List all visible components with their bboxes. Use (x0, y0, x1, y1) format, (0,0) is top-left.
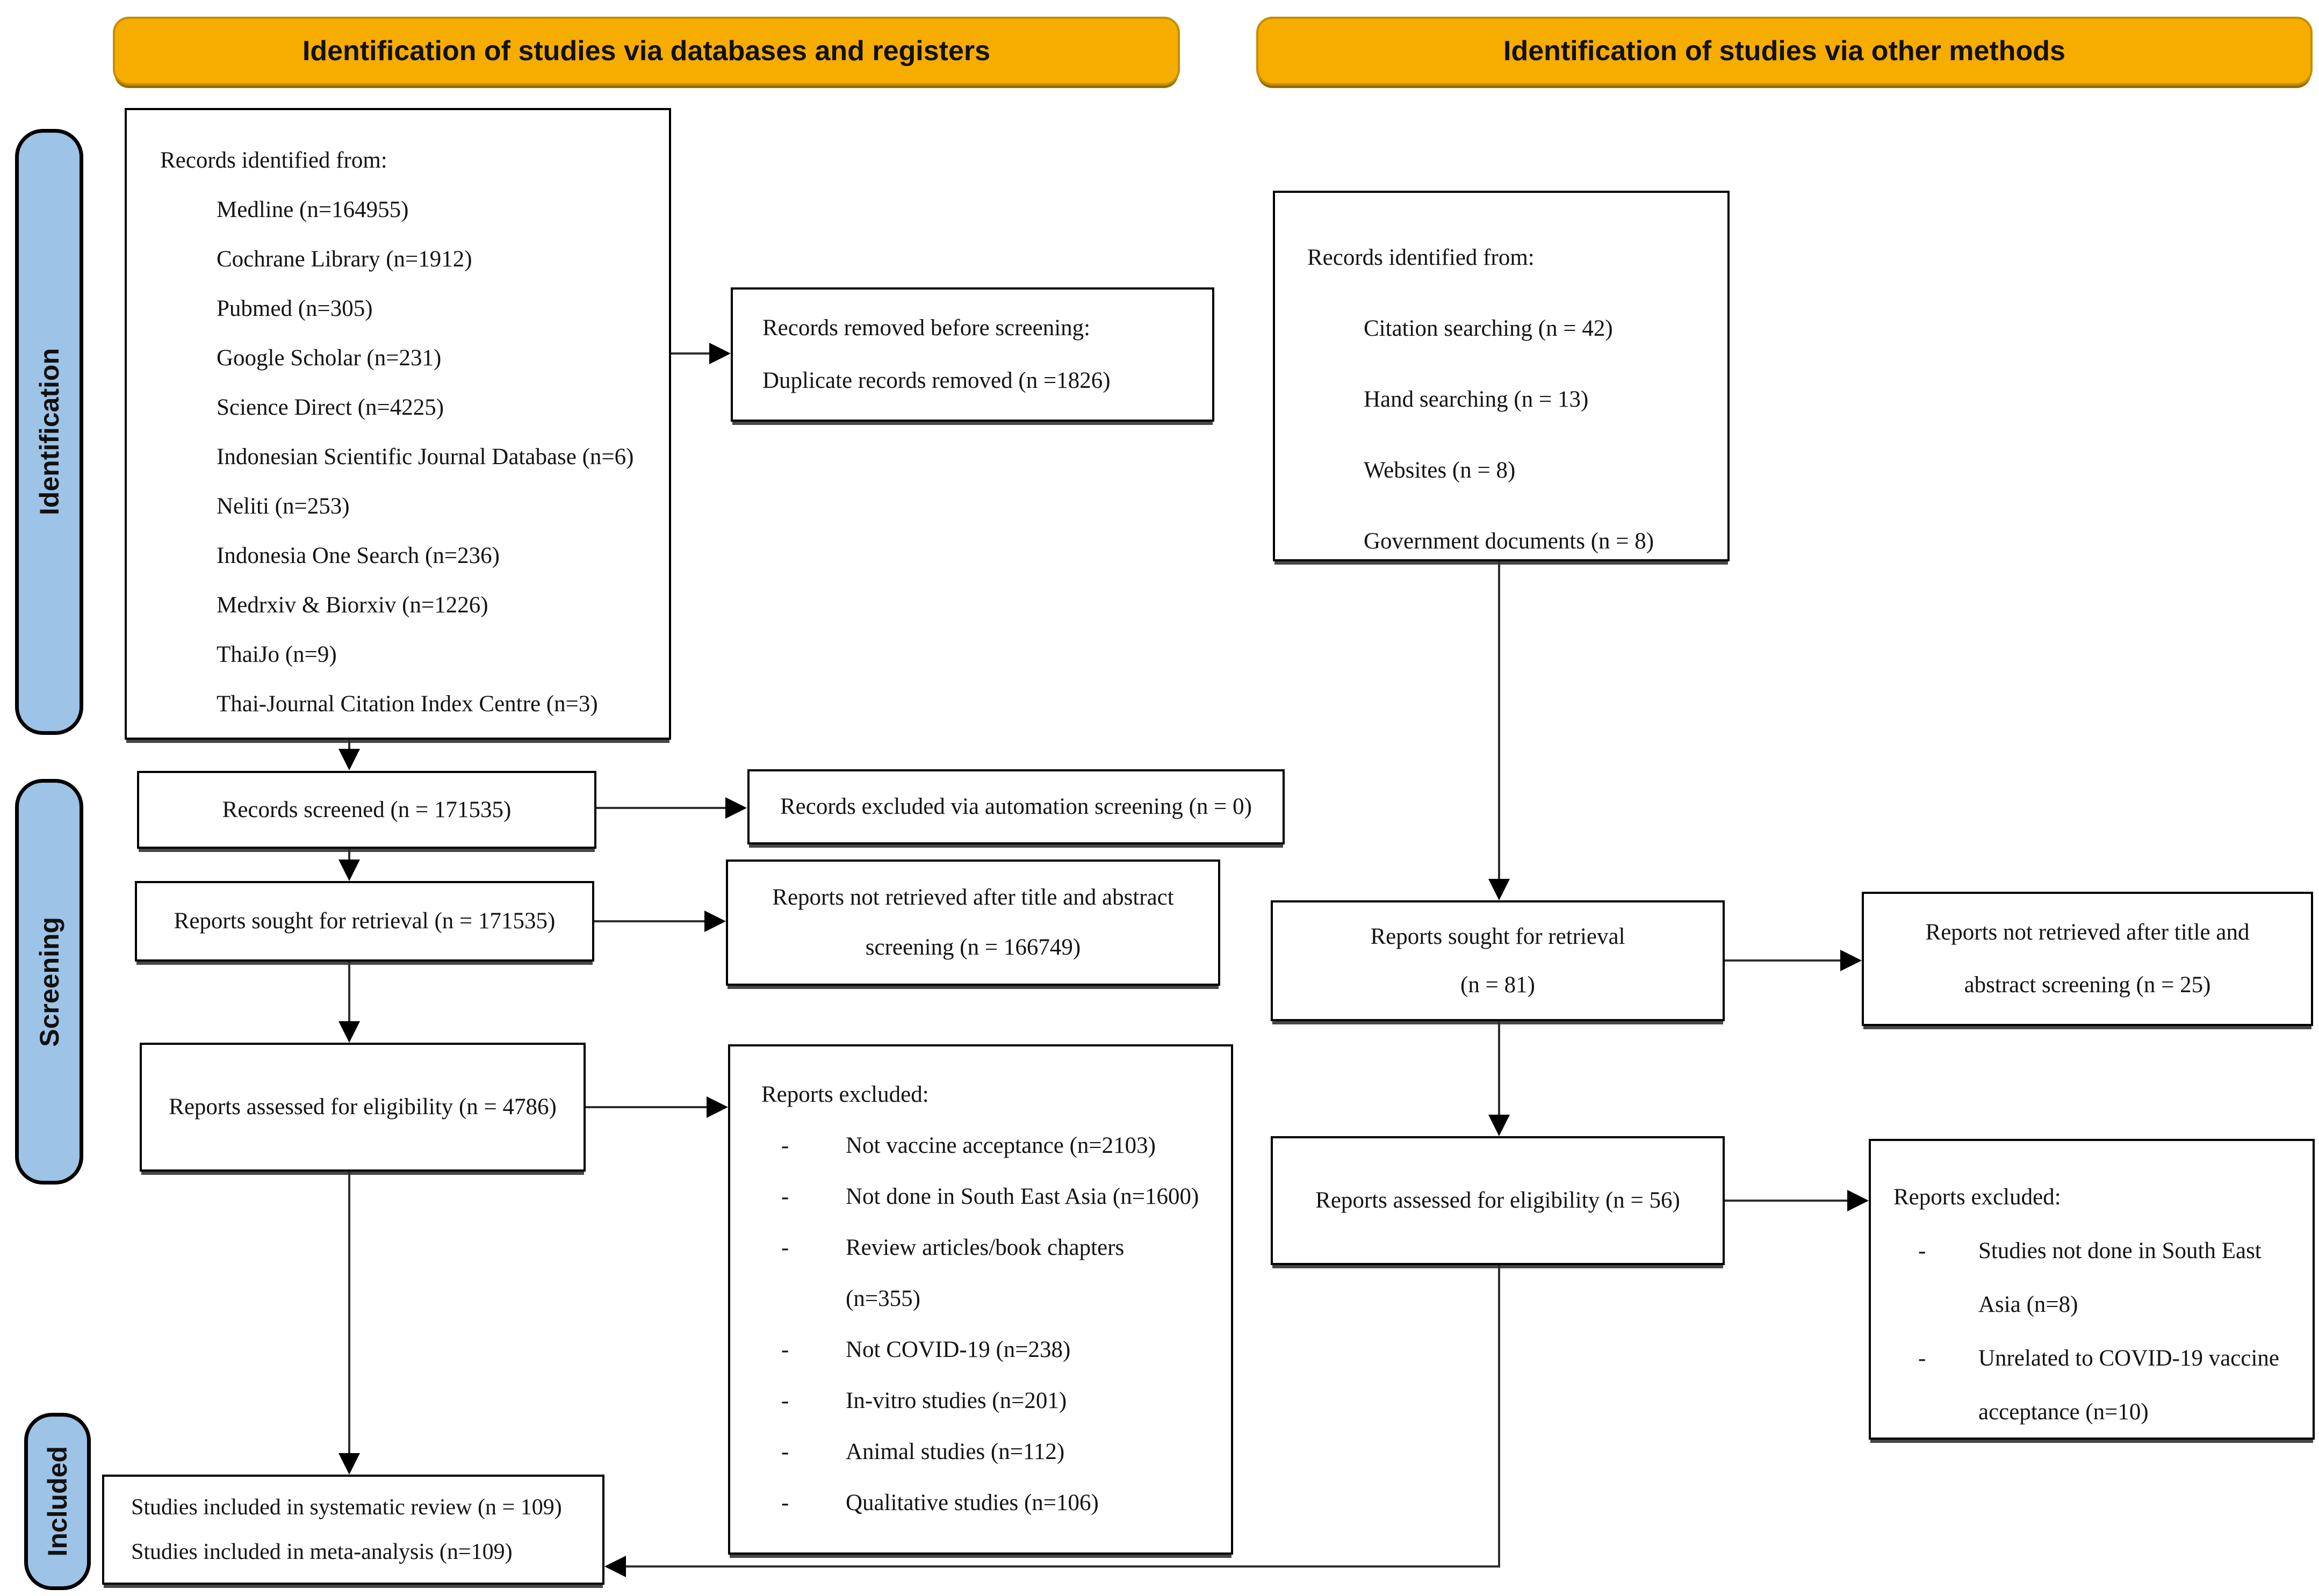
excluded-item: Review articles/book chapters (n=355) (730, 1222, 1220, 1324)
reports-assessed-left-label: Reports assessed for eligibility (n = 47… (169, 1094, 557, 1120)
line-assessed-to-included (348, 1172, 350, 1454)
arrowhead-assessed-to-excluded-left (707, 1096, 728, 1118)
sidebar-screening-label: Screening (34, 916, 64, 1047)
arrowhead-records-to-removed (709, 343, 731, 364)
line-assessed-right-down (1498, 1265, 1500, 1568)
list-item: Government documents (n = 8) (1364, 529, 1654, 554)
reports-sought-right-line: (n = 81) (1460, 972, 1535, 998)
arrowhead-records-to-screened (339, 749, 360, 770)
line-sought-to-notretrieved-left (594, 920, 705, 922)
reports-sought-left-label: Reports sought for retrieval (n = 171535… (174, 908, 556, 934)
list-item: Thai-Journal Citation Index Centre (n=3) (217, 691, 598, 717)
arrowhead-assessed-to-included (339, 1453, 360, 1475)
box-reports-sought-right: Reports sought for retrieval (n = 81) (1271, 900, 1725, 1021)
sidebar-phase-identification: Identification (15, 129, 83, 735)
box-reports-sought-left: Reports sought for retrieval (n = 171535… (135, 881, 594, 962)
arrowhead-otherrecords-to-sought (1488, 879, 1510, 900)
line-sought-to-assessed-left (348, 962, 350, 1022)
line-otherrecords-to-sought (1498, 561, 1500, 880)
box-reports-assessed-right: Reports assessed for eligibility (n = 56… (1271, 1136, 1725, 1265)
list-item: Pubmed (n=305) (217, 296, 373, 321)
list-item: Neliti (n=253) (217, 494, 350, 519)
arrowhead-screened-to-sought (339, 860, 360, 881)
list-item: Websites (n = 8) (1364, 458, 1516, 483)
excluded-item: Not vaccine acceptance (n=2103) (730, 1120, 1220, 1171)
reports-assessed-right-label: Reports assessed for eligibility (n = 56… (1315, 1188, 1680, 1214)
header-databases-registers: Identification of studies via databases … (113, 17, 1180, 85)
line-records-to-screened (348, 740, 350, 750)
box-reports-excluded-left: Reports excluded: Not vaccine acceptance… (728, 1044, 1233, 1555)
line-screened-to-sought (348, 849, 350, 861)
header-other-methods: Identification of studies via other meth… (1256, 17, 2313, 85)
arrowhead-sought-to-notretrieved-right (1840, 950, 1862, 971)
excluded-item: Animal studies (n=112) (730, 1426, 1220, 1477)
box-records-identified-other: Records identified from: Citation search… (1273, 191, 1730, 561)
box-reports-not-retrieved-right: Reports not retrieved after title and ab… (1862, 892, 2313, 1026)
header-databases-label: Identification of studies via databases … (302, 35, 991, 67)
excluded-item: Not COVID-19 (n=238) (730, 1324, 1220, 1375)
records-excluded-automation-label: Records excluded via automation screenin… (780, 794, 1252, 820)
box-records-excluded-automation: Records excluded via automation screenin… (747, 769, 1285, 844)
line-assessed-to-excluded-right (1725, 1200, 1848, 1202)
header-other-label: Identification of studies via other meth… (1503, 35, 2065, 67)
reports-excluded-left-title: Reports excluded: (761, 1082, 929, 1107)
arrowhead-sought-to-assessed-left (339, 1021, 360, 1043)
records-identified-title: Records identified from: (160, 148, 387, 173)
excluded-item: Unrelated to COVID-19 vaccine acceptance… (1871, 1332, 2302, 1439)
reports-not-retrieved-right-line: Reports not retrieved after title and (1925, 919, 2250, 945)
list-item: Science Direct (n=4225) (217, 395, 444, 420)
list-item: Cochrane Library (n=1912) (217, 247, 472, 272)
reports-not-retrieved-right-line: abstract screening (n = 25) (1964, 972, 2211, 998)
other-source-list: Citation searching (n = 42) Hand searchi… (1307, 293, 1717, 577)
studies-included-line: Studies included in meta-analysis (n=109… (131, 1539, 513, 1564)
list-item: Hand searching (n = 13) (1364, 387, 1589, 412)
line-records-to-removed (671, 352, 714, 355)
box-reports-not-retrieved-left: Reports not retrieved after title and ab… (726, 860, 1220, 986)
arrowhead-screened-to-automation (725, 797, 747, 819)
excluded-item: Qualitative studies (n=106) (730, 1477, 1220, 1528)
arrowhead-assessed-to-excluded-right (1847, 1190, 1869, 1211)
reports-excluded-left-list: Not vaccine acceptance (n=2103) Not done… (730, 1120, 1220, 1528)
box-records-screened: Records screened (n = 171535) (137, 771, 596, 849)
reports-not-retrieved-left-line: Reports not retrieved after title and ab… (772, 884, 1174, 910)
line-sought-to-assessed-right (1498, 1021, 1500, 1116)
arrowhead-into-included (604, 1556, 626, 1577)
excluded-item: In-vitro studies (n=201) (730, 1375, 1220, 1426)
list-item: Indonesian Scientific Journal Database (… (217, 444, 634, 470)
records-removed-line: Records removed before screening: (762, 315, 1091, 341)
box-records-removed: Records removed before screening: Duplic… (731, 287, 1214, 422)
list-item: Medrxiv & Biorxiv (n=1226) (217, 593, 488, 618)
box-reports-excluded-right: Reports excluded: Studies not done in So… (1869, 1139, 2315, 1440)
arrowhead-sought-to-assessed-right (1488, 1115, 1510, 1136)
list-item: Medline (n=164955) (217, 197, 409, 222)
line-assessed-right-to-included (626, 1565, 1500, 1568)
box-studies-included: Studies included in systematic review (n… (102, 1475, 604, 1585)
list-item: Google Scholar (n=231) (217, 345, 442, 371)
records-removed-line: Duplicate records removed (n =1826) (762, 368, 1111, 394)
sidebar-identification-label: Identification (34, 348, 64, 516)
excluded-item: Not done in South East Asia (n=1600) (730, 1171, 1220, 1222)
sidebar-included-label: Included (42, 1446, 73, 1557)
reports-excluded-right-title: Reports excluded: (1893, 1185, 2061, 1210)
database-source-list: Medline (n=164955) Cochrane Library (n=1… (160, 185, 658, 729)
line-sought-to-notretrieved-right (1725, 959, 1841, 962)
reports-not-retrieved-left-line: screening (n = 166749) (865, 935, 1081, 961)
box-reports-assessed-left: Reports assessed for eligibility (n = 47… (140, 1043, 586, 1172)
list-item: Indonesia One Search (n=236) (217, 543, 500, 568)
line-screened-to-automation (596, 807, 726, 809)
list-item: ThaiJo (n=9) (217, 642, 337, 667)
records-identified-other-title: Records identified from: (1307, 245, 1535, 270)
reports-excluded-right-list: Studies not done in South East Asia (n=8… (1871, 1224, 2302, 1439)
list-item: Citation searching (n = 42) (1364, 316, 1613, 341)
line-assessed-to-excluded-left (586, 1106, 708, 1108)
records-screened-label: Records screened (n = 171535) (222, 797, 512, 822)
sidebar-phase-screening: Screening (15, 779, 83, 1185)
arrowhead-sought-to-notretrieved-left (704, 911, 726, 932)
studies-included-line: Studies included in systematic review (n… (131, 1494, 562, 1520)
sidebar-phase-included: Included (24, 1413, 91, 1590)
reports-sought-right-line: Reports sought for retrieval (1370, 923, 1625, 949)
excluded-item: Studies not done in South East Asia (n=8… (1871, 1224, 2302, 1332)
box-records-identified-databases: Records identified from: Medline (n=1649… (125, 108, 671, 740)
